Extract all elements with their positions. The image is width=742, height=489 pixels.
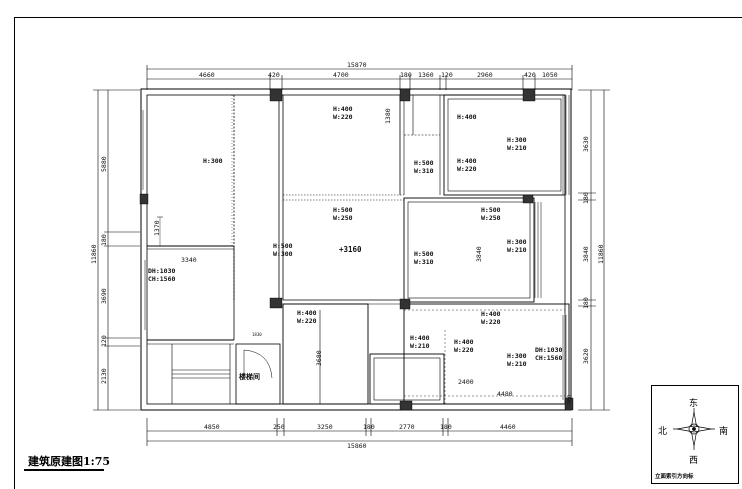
dim-right-seg: 180 [582, 192, 590, 204]
window-label: H:400 [454, 338, 474, 346]
window-label: CH:1560 [148, 275, 176, 283]
dim-label: 3840 [475, 246, 483, 262]
dim-left-seg: 120 [100, 335, 108, 347]
window-label: H:400 [333, 105, 353, 113]
walls [140, 88, 572, 411]
dim-left-overall: 11860 [90, 244, 98, 264]
dim-label: 1370 [153, 220, 161, 236]
door-label: W:250 [481, 214, 501, 222]
dim-label: 3680 [315, 350, 323, 366]
window-label: H:300 [507, 352, 527, 360]
window-label: DH:1030 [148, 267, 176, 275]
columns [139, 88, 574, 411]
window-label: W:210 [507, 144, 527, 152]
window-label: W:220 [454, 346, 474, 354]
dimension-lines [93, 65, 610, 446]
window-label: W:210 [507, 246, 527, 254]
dim-top-seg: 420 [524, 71, 536, 79]
dim-top-seg: 1050 [542, 71, 558, 79]
door-label: W:310 [414, 258, 434, 266]
elevation-label: +3160 [339, 245, 362, 254]
dim-right-seg: 3620 [582, 348, 590, 364]
door-label: H:500 [414, 159, 434, 167]
window-label: W:210 [507, 360, 527, 368]
dim-top-seg: 180 [400, 71, 412, 79]
compass-caption: 立面索引方向标 [655, 474, 694, 480]
compass-box [651, 385, 739, 484]
window-label: CH:1560 [535, 354, 563, 362]
dim-bottom-seg: 250 [273, 423, 285, 431]
window-label: H:400 [457, 113, 477, 121]
window-label: W:220 [333, 113, 353, 121]
window-label: W:220 [297, 317, 317, 325]
window-label: DH:1030 [535, 346, 563, 354]
door-label: W:310 [414, 167, 434, 175]
door-label: H:500 [333, 206, 353, 214]
dim-top-seg: 2960 [477, 71, 493, 79]
dim-bottom-seg: 180 [363, 423, 375, 431]
window-label: H:300 [507, 136, 527, 144]
dim-top-seg: 4660 [199, 71, 215, 79]
room-height-label: H:300 [203, 157, 223, 165]
dim-right-seg: 3630 [582, 136, 590, 152]
door-label: H:500 [273, 242, 293, 250]
compass-east: 东 [689, 399, 699, 409]
window-label: H:300 [507, 238, 527, 246]
dim-left-seg: 3690 [100, 288, 108, 304]
dim-bottom-overall: 15860 [347, 442, 367, 450]
dim-bottom-seg: 3250 [317, 423, 333, 431]
dim-label: 900 [567, 394, 573, 404]
dim-label: 1380 [384, 108, 392, 124]
dim-top-seg: 420 [268, 71, 280, 79]
dim-top-seg: 120 [441, 71, 453, 79]
dim-left-seg: 2130 [100, 368, 108, 384]
dim-bottom-seg: 2770 [399, 423, 415, 431]
door-label: W:250 [333, 214, 353, 222]
window-label: W:220 [481, 318, 501, 326]
window-label: W:210 [410, 342, 430, 350]
door-label: H:500 [481, 206, 501, 214]
dim-label: 1830 [252, 332, 262, 337]
dim-right-overall: 11860 [597, 244, 605, 264]
dim-label: 2400 [458, 378, 474, 386]
dim-left-seg: 180 [100, 234, 108, 246]
compass-rose [673, 408, 715, 450]
dim-top-overall: 15870 [347, 61, 367, 69]
title-underline [24, 469, 104, 471]
window-label: H:400 [410, 334, 430, 342]
window-label: H:400 [297, 309, 317, 317]
dim-top-seg: 1360 [418, 71, 434, 79]
dim-label: 3340 [181, 256, 197, 264]
sheet-frame [14, 17, 742, 489]
dim-top-seg: 4700 [333, 71, 349, 79]
dim-left-seg: 5880 [100, 156, 108, 172]
window-label: H:400 [457, 157, 477, 165]
drawing-title: 建筑原建图1:75 [28, 455, 111, 468]
dim-right-seg: 3840 [582, 246, 590, 262]
stair-room-label: 楼梯间 [239, 373, 260, 381]
dim-bottom-seg: 180 [440, 423, 452, 431]
dim-label: 4480 [497, 390, 513, 398]
compass-north: 北 [658, 427, 668, 437]
dim-bottom-seg: 4850 [204, 423, 220, 431]
window-label: H:400 [481, 310, 501, 318]
door-label: W:300 [273, 250, 293, 258]
dim-bottom-seg: 4460 [500, 423, 516, 431]
window-label: W:220 [457, 165, 477, 173]
dim-right-seg: 180 [582, 297, 590, 309]
compass-south: 南 [719, 427, 729, 437]
door-label: H:500 [414, 250, 434, 258]
compass-west: 西 [689, 456, 699, 466]
